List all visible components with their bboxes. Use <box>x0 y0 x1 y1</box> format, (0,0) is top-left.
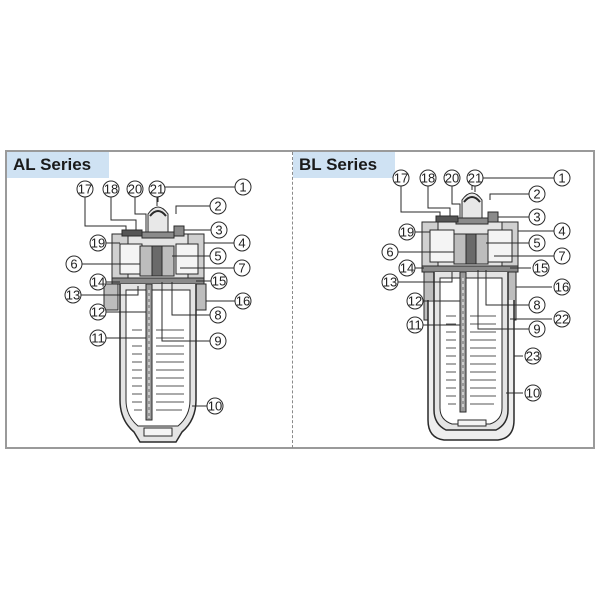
al-callout-12: 12 <box>89 303 107 321</box>
bl-callout-17: 17 <box>392 169 410 187</box>
al-callout-20: 20 <box>126 180 144 198</box>
svg-text:15: 15 <box>534 261 548 276</box>
al-callout-18: 18 <box>102 180 120 198</box>
al-callout-1: 1 <box>234 178 252 196</box>
svg-text:19: 19 <box>91 236 105 251</box>
svg-text:22: 22 <box>555 312 569 327</box>
bl-callout-8: 8 <box>528 296 546 314</box>
bl-callout-16: 16 <box>553 278 571 296</box>
svg-text:5: 5 <box>214 249 221 264</box>
bl-callout-9: 9 <box>528 320 546 338</box>
svg-text:16: 16 <box>555 280 569 295</box>
al-callout-10: 10 <box>206 397 224 415</box>
bl-callout-15: 15 <box>532 259 550 277</box>
svg-text:10: 10 <box>526 386 540 401</box>
svg-text:1: 1 <box>558 171 565 186</box>
al-callout-5: 5 <box>209 247 227 265</box>
bl-callout-12: 12 <box>406 292 424 310</box>
svg-text:9: 9 <box>214 334 221 349</box>
bl-callout-14: 14 <box>398 259 416 277</box>
al-callout-13: 13 <box>64 286 82 304</box>
bl-callout-10: 10 <box>524 384 542 402</box>
al-lubricator-drawing <box>81 186 235 443</box>
svg-text:7: 7 <box>558 249 565 264</box>
svg-text:7: 7 <box>238 261 245 276</box>
svg-text:6: 6 <box>386 245 393 260</box>
svg-text:16: 16 <box>236 294 250 309</box>
svg-text:18: 18 <box>421 171 435 186</box>
bl-series-title: BL Series <box>293 152 395 178</box>
svg-text:21: 21 <box>468 171 482 186</box>
svg-text:1: 1 <box>239 180 246 195</box>
panel-divider <box>292 152 293 448</box>
svg-text:8: 8 <box>533 298 540 313</box>
al-callout-8: 8 <box>209 306 227 324</box>
svg-text:3: 3 <box>533 210 540 225</box>
svg-text:2: 2 <box>533 187 540 202</box>
svg-text:2: 2 <box>214 199 221 214</box>
bl-callout-5: 5 <box>528 234 546 252</box>
svg-text:13: 13 <box>383 275 397 290</box>
bl-callout-2: 2 <box>528 185 546 203</box>
al-callouts: 1 2 3 4 5 7 15 16 8 9 10 17 18 20 21 19 … <box>64 178 252 415</box>
bl-callouts: 1 2 3 4 5 7 15 16 8 22 9 23 10 17 18 20 … <box>381 169 571 402</box>
svg-text:12: 12 <box>408 294 422 309</box>
al-callout-6: 6 <box>65 255 83 273</box>
svg-text:4: 4 <box>558 224 565 239</box>
bl-callout-20: 20 <box>443 169 461 187</box>
bl-callout-3: 3 <box>528 208 546 226</box>
bl-callout-1: 1 <box>553 169 571 187</box>
svg-text:8: 8 <box>214 308 221 323</box>
svg-text:12: 12 <box>91 305 105 320</box>
svg-text:3: 3 <box>215 223 222 238</box>
bl-callout-19: 19 <box>398 223 416 241</box>
bl-callout-22: 22 <box>553 310 571 328</box>
al-callout-21: 21 <box>148 180 166 198</box>
svg-text:5: 5 <box>533 236 540 251</box>
al-callout-7: 7 <box>233 259 251 277</box>
svg-text:13: 13 <box>66 288 80 303</box>
bl-callout-13: 13 <box>381 273 399 291</box>
al-callout-9: 9 <box>209 332 227 350</box>
al-callout-4: 4 <box>233 234 251 252</box>
al-callout-15: 15 <box>210 272 228 290</box>
svg-text:9: 9 <box>533 322 540 337</box>
svg-text:23: 23 <box>526 349 540 364</box>
al-callout-3: 3 <box>210 221 228 239</box>
svg-text:20: 20 <box>445 171 459 186</box>
al-callout-16: 16 <box>234 292 252 310</box>
bl-callout-6: 6 <box>381 243 399 261</box>
bl-callout-11: 11 <box>406 316 424 334</box>
svg-text:19: 19 <box>400 225 414 240</box>
al-callout-19: 19 <box>89 234 107 252</box>
svg-text:14: 14 <box>91 275 105 290</box>
svg-text:11: 11 <box>408 318 422 333</box>
svg-text:15: 15 <box>212 274 226 289</box>
bl-lubricator-drawing <box>398 177 554 441</box>
bl-callout-23: 23 <box>524 347 542 365</box>
svg-text:4: 4 <box>238 236 245 251</box>
al-callout-11: 11 <box>89 329 107 347</box>
bl-callout-4: 4 <box>553 222 571 240</box>
al-series-title: AL Series <box>7 152 109 178</box>
al-callout-14: 14 <box>89 273 107 291</box>
svg-text:20: 20 <box>128 182 142 197</box>
svg-text:6: 6 <box>70 257 77 272</box>
svg-text:17: 17 <box>394 171 408 186</box>
al-callout-17: 17 <box>76 180 94 198</box>
svg-text:21: 21 <box>150 182 164 197</box>
svg-text:18: 18 <box>104 182 118 197</box>
svg-text:17: 17 <box>78 182 92 197</box>
svg-text:10: 10 <box>208 399 222 414</box>
bl-callout-7: 7 <box>553 247 571 265</box>
bl-callout-21: 21 <box>466 169 484 187</box>
bl-callout-18: 18 <box>419 169 437 187</box>
svg-text:11: 11 <box>91 331 105 346</box>
svg-text:14: 14 <box>400 261 414 276</box>
al-callout-2: 2 <box>209 197 227 215</box>
